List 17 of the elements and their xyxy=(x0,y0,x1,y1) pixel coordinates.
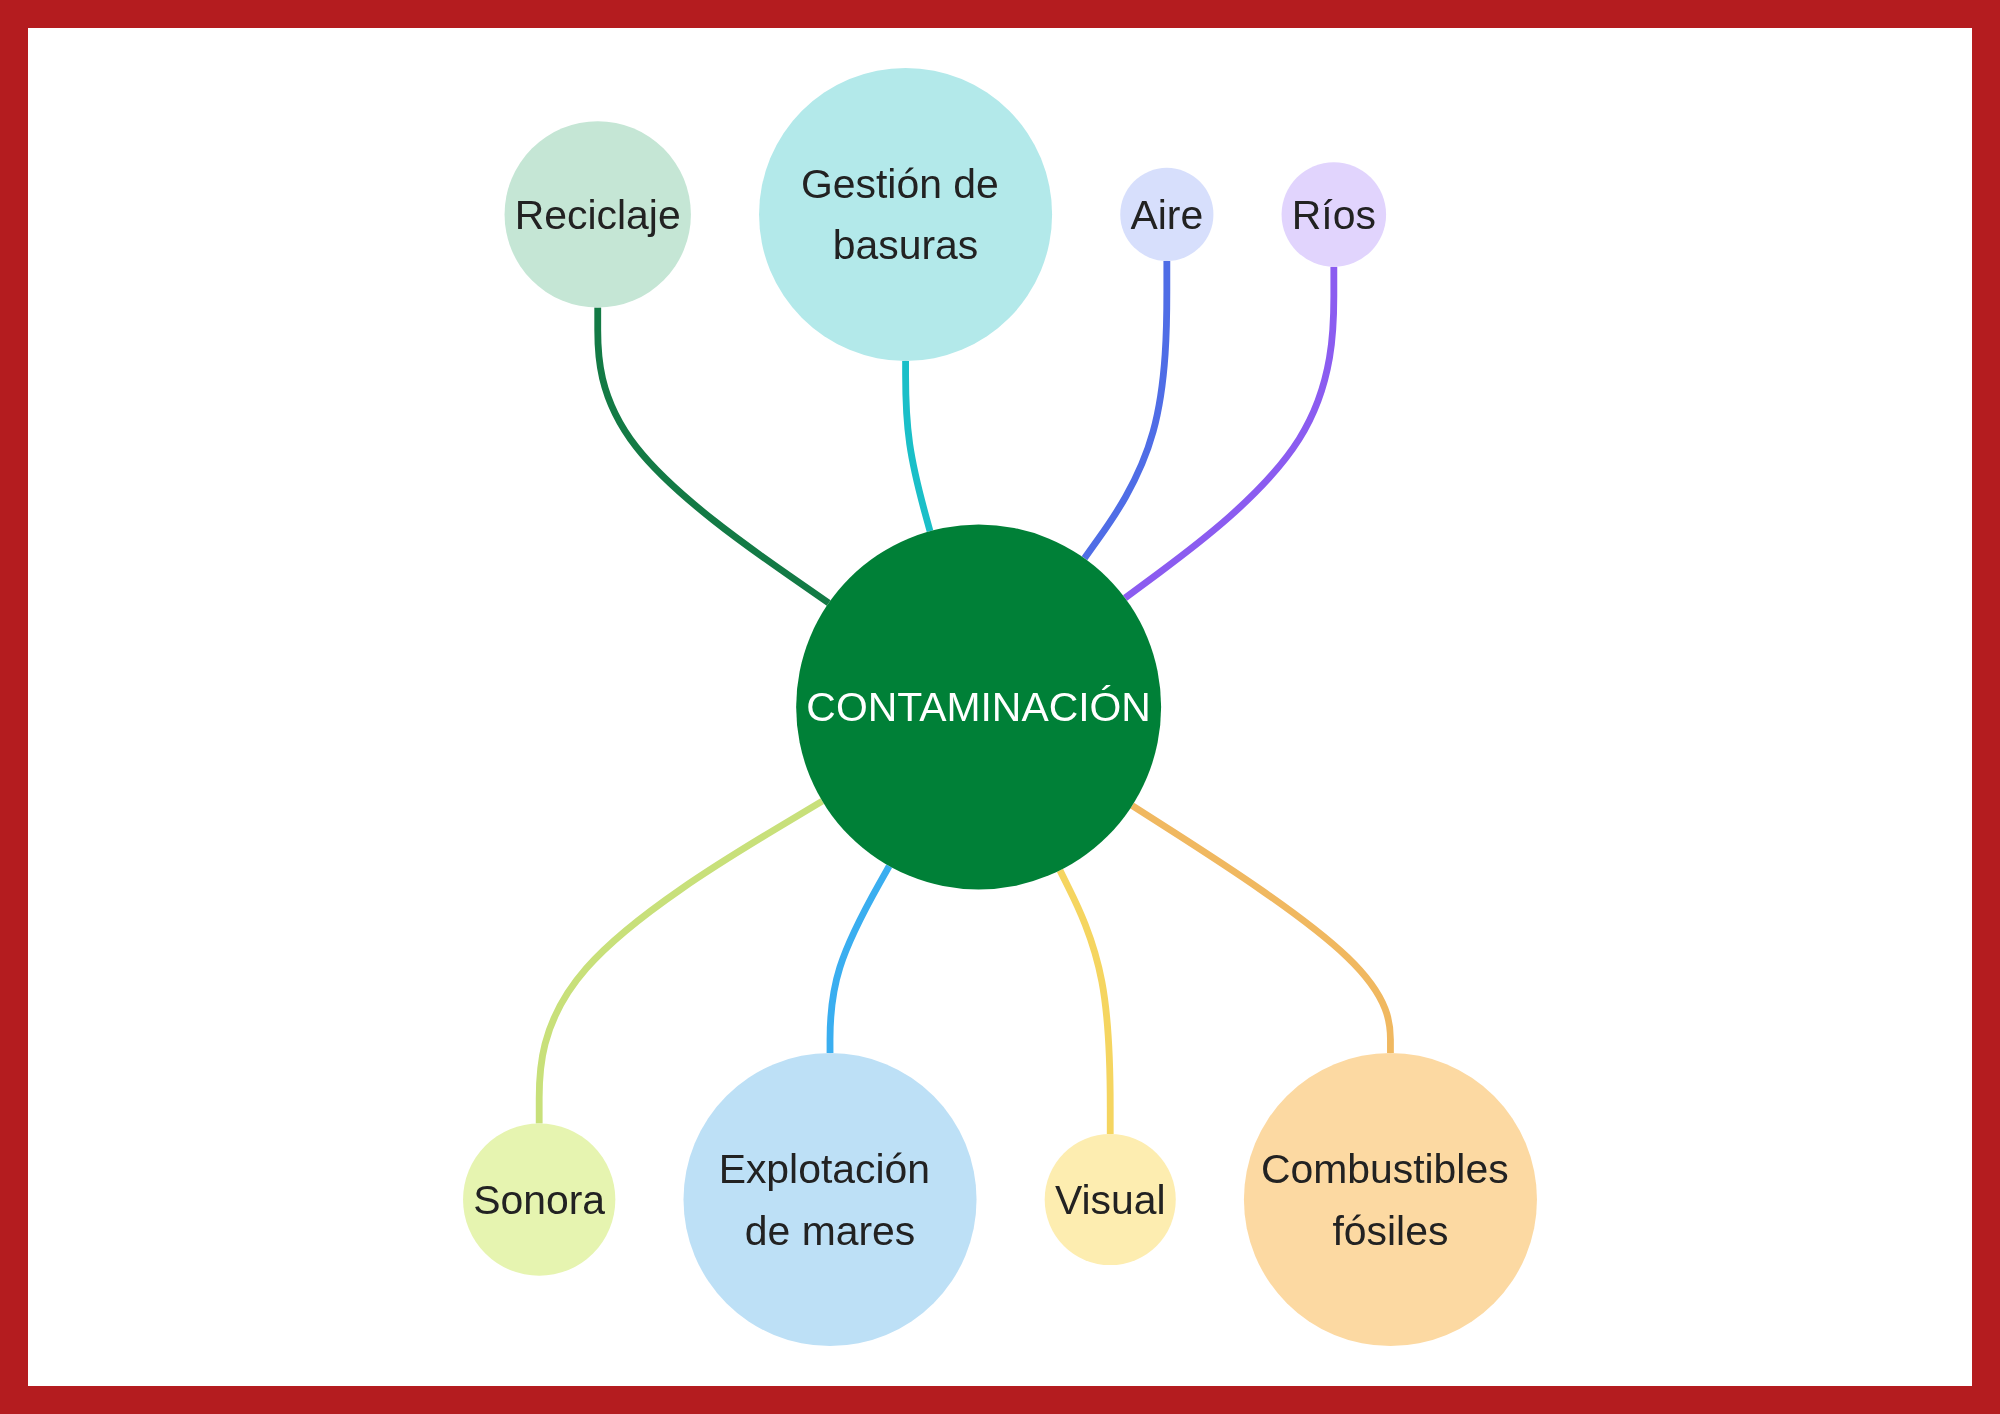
node-circle: Aire xyxy=(1120,167,1214,261)
connector xyxy=(1056,868,1114,1135)
node-circle: Sonora xyxy=(463,1123,616,1276)
node-circle: CONTAMINACIÓN xyxy=(796,524,1162,890)
node-circle: Combustibles fósiles xyxy=(1243,1053,1537,1347)
connector xyxy=(594,307,831,606)
node-circle: Explotación de mares xyxy=(683,1053,977,1347)
connector xyxy=(826,864,893,1054)
node-circle: Reciclaje xyxy=(504,121,691,308)
connector xyxy=(1130,802,1394,1054)
connector xyxy=(535,798,824,1124)
connector xyxy=(1123,266,1338,601)
node-circle: Visual xyxy=(1044,1134,1176,1266)
node-circle: Gestión de basuras xyxy=(759,67,1053,361)
connector xyxy=(1081,261,1171,561)
connector xyxy=(902,360,934,532)
node-circle: Ríos xyxy=(1281,162,1387,267)
